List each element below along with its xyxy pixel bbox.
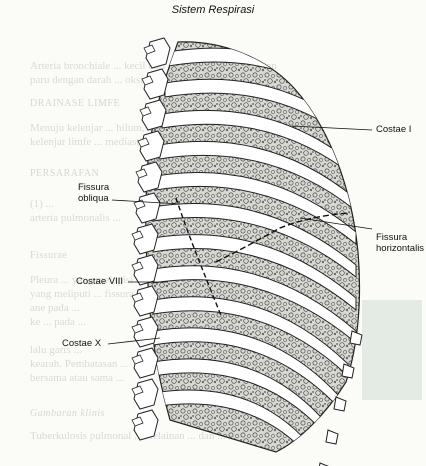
watermark-stamp	[362, 300, 422, 400]
label-costae-x: Costae X	[62, 338, 101, 349]
label-costae-i: Costae I	[376, 124, 411, 135]
rib-end	[334, 397, 346, 411]
label-costae-viii: Costae VIII	[76, 276, 123, 287]
rib-end	[342, 364, 354, 378]
rib-end	[350, 331, 362, 345]
label-fissura-horizontalis: Fissura horizontalis	[376, 232, 424, 254]
label-fissura-obliqua: Fissura obliqua	[78, 182, 109, 204]
rib-end	[326, 430, 338, 444]
